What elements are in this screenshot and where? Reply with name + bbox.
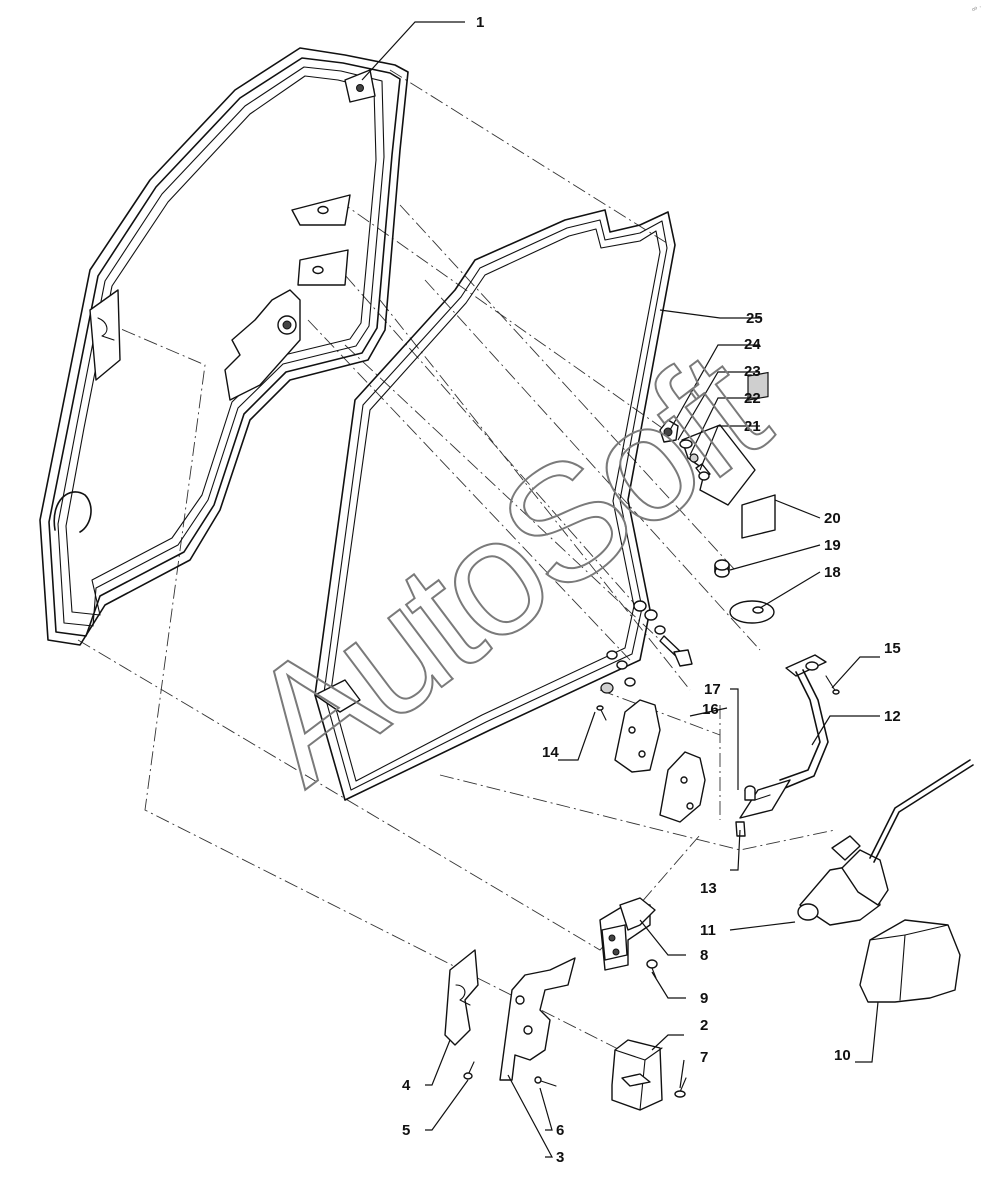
callout-10: 10 (834, 1047, 851, 1064)
latch-mechanism (599, 897, 656, 971)
slotted-washer (729, 600, 775, 624)
callout-17: 17 (704, 681, 721, 698)
callout-13: 13 (700, 880, 717, 897)
callout-21: 21 (744, 418, 761, 435)
lock-bracket (499, 957, 576, 1081)
callout-1: 1 (476, 14, 484, 31)
label-plate (741, 371, 776, 539)
callout-19: 19 (824, 537, 841, 554)
callout-5: 5 (402, 1122, 410, 1139)
nut-and-bolt (735, 785, 756, 837)
corner-mark: ᵒᵒ · (971, 4, 983, 15)
door-frame (39, 47, 409, 646)
callout-2: 2 (700, 1017, 708, 1034)
callout-12: 12 (884, 708, 901, 725)
glass-panel (314, 209, 676, 801)
callout-24: 24 (744, 336, 761, 353)
leader-lines (361, 21, 880, 1158)
screws-5-6-7 (463, 1061, 687, 1098)
actuator-cover (859, 919, 961, 1003)
callout-7: 7 (700, 1049, 708, 1066)
callout-16: 16 (702, 701, 719, 718)
callout-8: 8 (700, 947, 708, 964)
callout-14: 14 (542, 744, 559, 761)
callout-20: 20 (824, 510, 841, 527)
callout-23: 23 (744, 363, 761, 380)
callout-4: 4 (402, 1077, 411, 1094)
callout-22: 22 (744, 390, 761, 407)
callout-labels: 1 2 3 4 5 6 7 8 9 10 11 12 13 14 15 16 1… (402, 14, 901, 1166)
callout-9: 9 (700, 990, 708, 1007)
callout-25: 25 (746, 310, 763, 327)
screw-9 (646, 959, 658, 979)
callout-15: 15 (884, 640, 901, 657)
callout-6: 6 (556, 1122, 564, 1139)
callout-11: 11 (700, 922, 716, 939)
spacer (714, 559, 730, 578)
hinge-plates (596, 699, 706, 823)
callout-3: 3 (556, 1149, 564, 1166)
hardware-stack (600, 600, 693, 694)
callout-18: 18 (824, 564, 841, 581)
watermark: AutoSoft (215, 316, 797, 818)
latch-cover (611, 1039, 663, 1111)
striker-plate (444, 949, 479, 1046)
screw-15 (825, 675, 840, 695)
bracket-fasteners (659, 419, 756, 506)
actuator-motor (797, 759, 974, 926)
